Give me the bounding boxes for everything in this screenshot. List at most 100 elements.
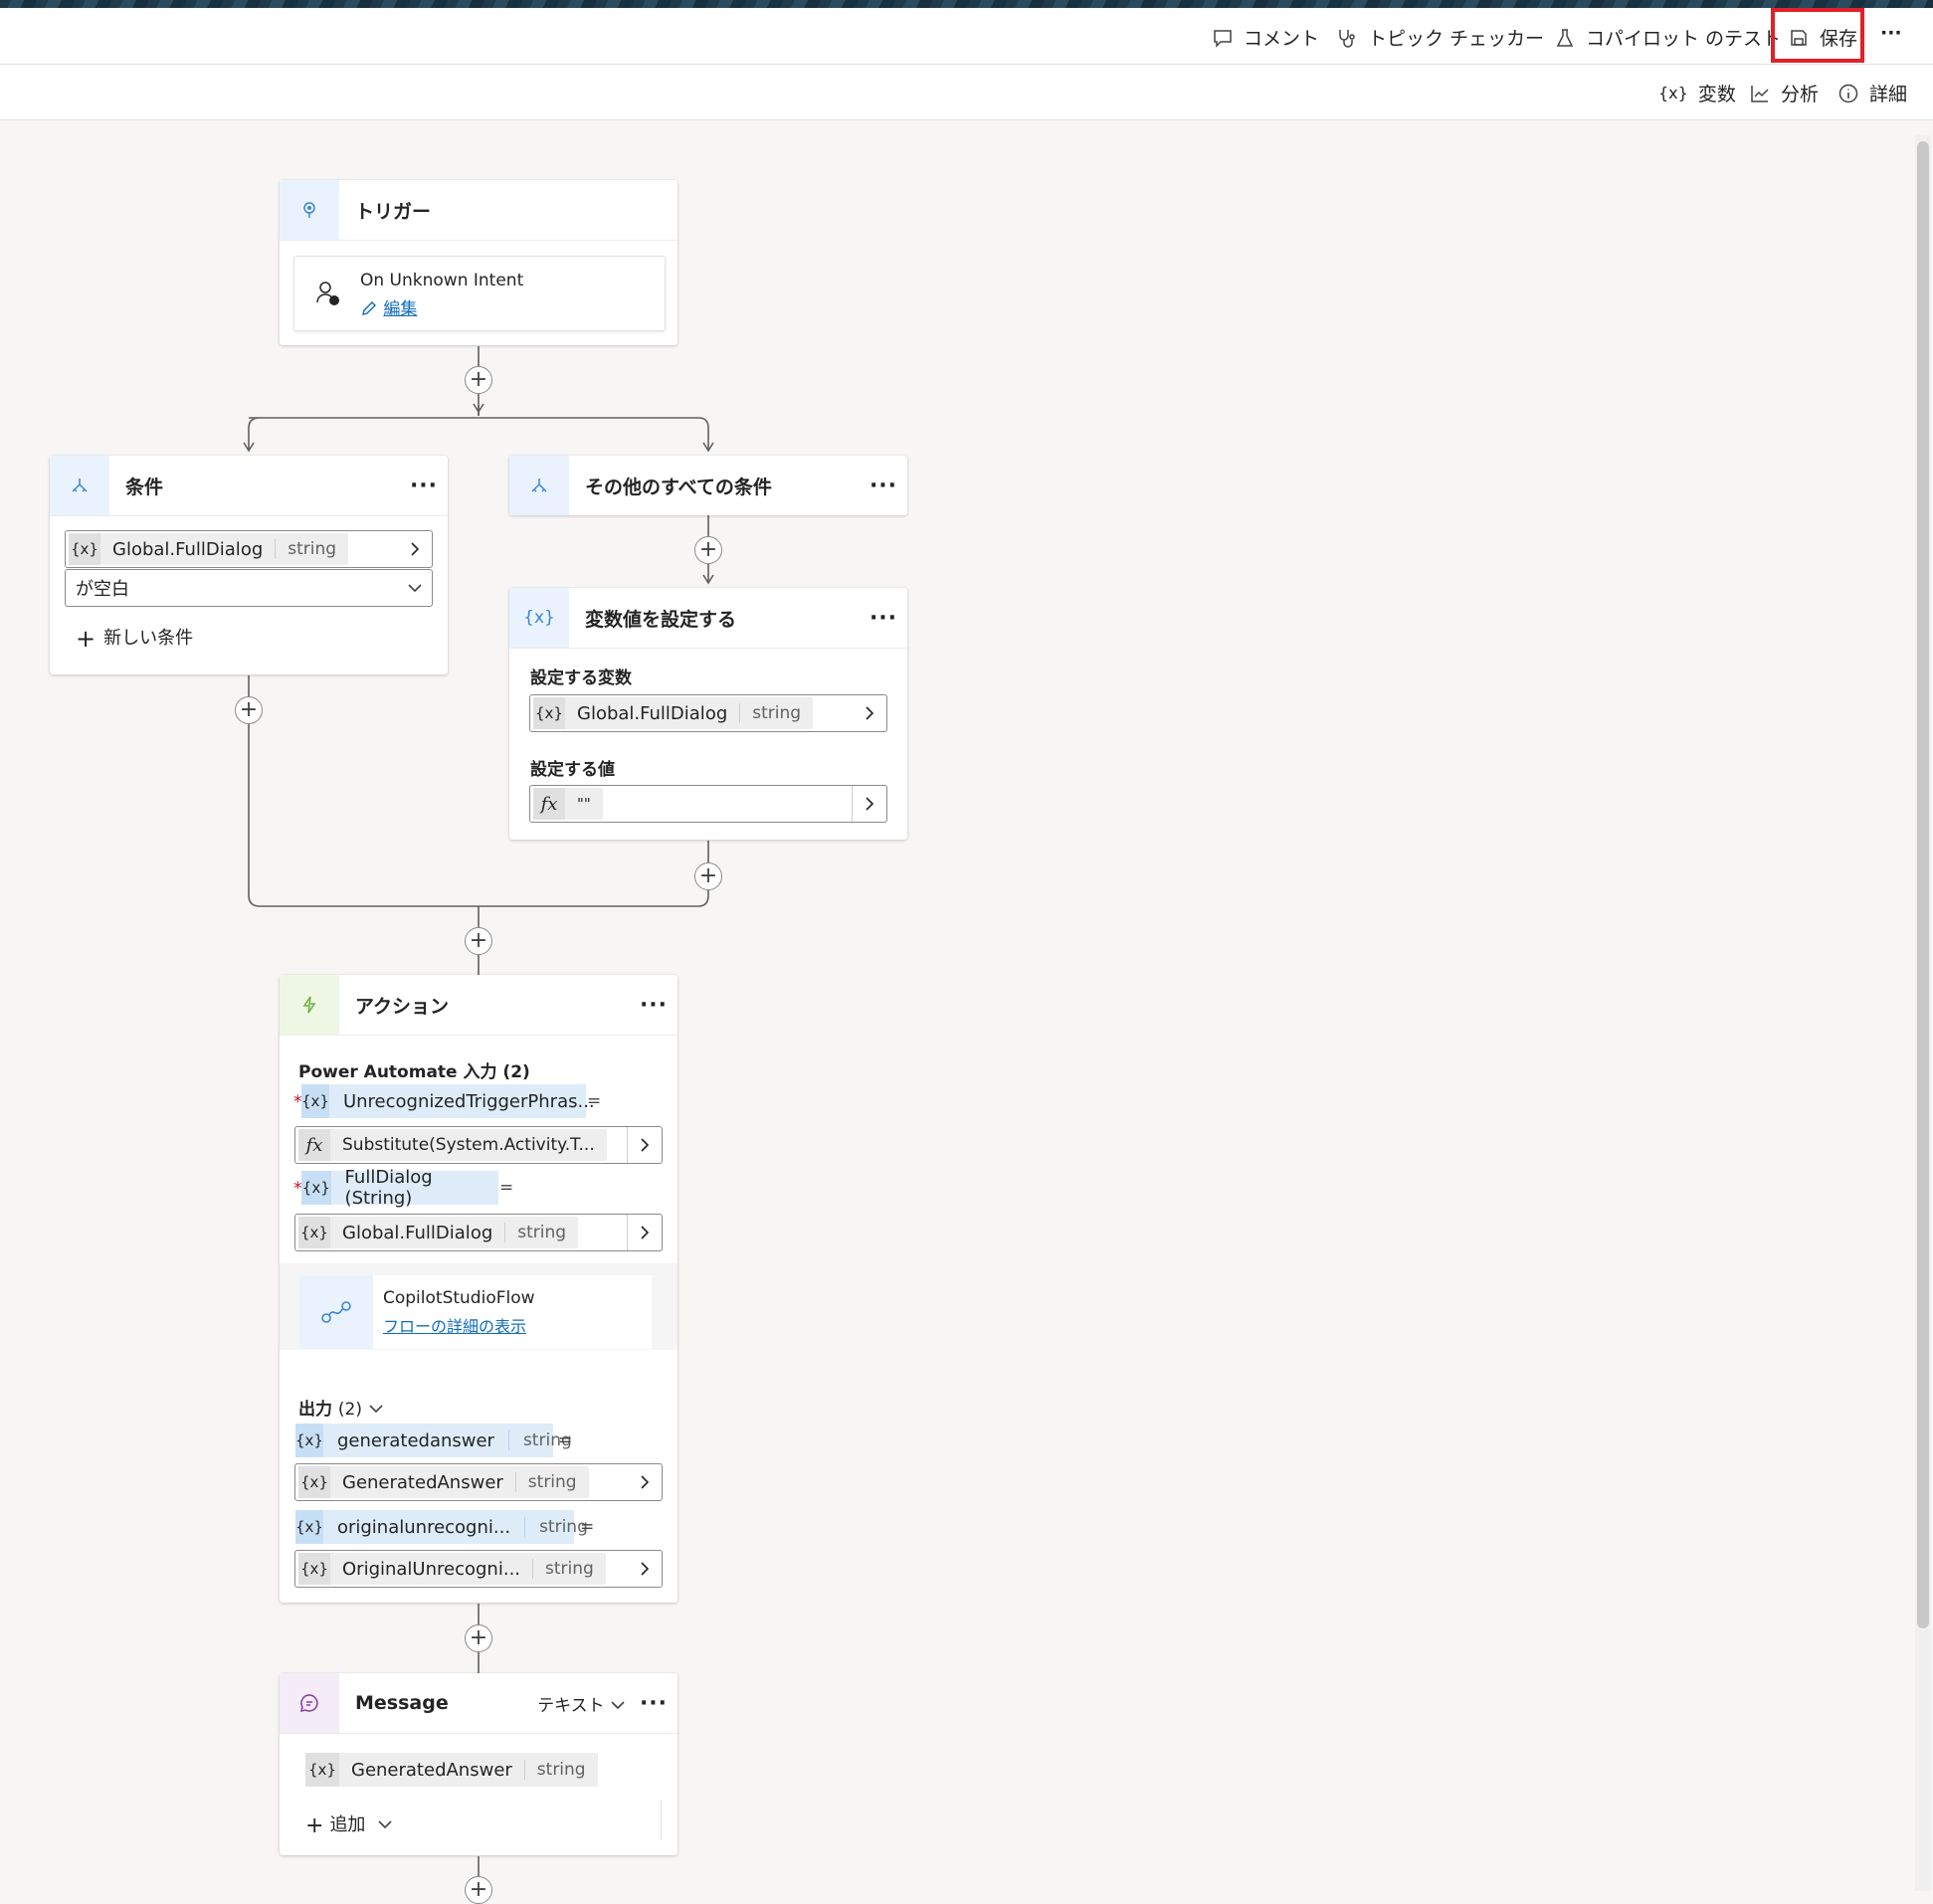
action-more-button[interactable]: ··· [639,992,669,1018]
flow-details-link[interactable]: フローの詳細の表示 [383,1317,527,1336]
condition-variable-field[interactable]: {x} Global.FullDialog string [65,530,433,568]
output1-value-field[interactable]: {x} GeneratedAnswer string [294,1463,663,1501]
message-card[interactable]: Message テキスト ··· {x} GeneratedAnswer str… [280,1673,677,1855]
more-options-button[interactable]: ··· [1880,22,1902,44]
outputs-toggle[interactable]: 出力 (2) [298,1395,384,1420]
chevron-right-icon[interactable] [627,1215,662,1250]
trigger-edit-link[interactable]: 編集 [360,294,417,319]
add-button[interactable]: +追加 [305,1810,393,1838]
input1-value-field[interactable]: fx Substitute(System.Activity.T... [294,1126,663,1164]
variable-icon: {x} [301,1171,331,1205]
flow-icon [299,1275,373,1349]
add-node-button[interactable]: + [694,536,722,564]
comment-button[interactable]: コメント [1212,24,1319,51]
divider [661,1801,662,1840]
equals-sign: = [558,1430,573,1450]
condition-card[interactable]: 条件 ··· {x} Global.FullDialog string が空白 … [50,456,448,674]
variable-type: string [739,703,813,723]
secondary-command-bar: {x} 変数 分析 詳細 [0,65,1933,120]
required-marker: * [293,1092,302,1112]
trigger-name: On Unknown Intent [360,271,524,290]
condition-card-header: 条件 ··· [50,456,448,516]
equals-sign: = [499,1178,514,1198]
chevron-down-icon[interactable] [398,570,432,606]
set-variable-more-button[interactable]: ··· [869,605,898,631]
chevron-right-icon[interactable] [628,1551,662,1587]
variable-icon: {x} [533,697,565,729]
input1-value: Substitute(System.Activity.T... [342,1135,595,1155]
required-marker: * [293,1179,302,1199]
message-card-header: Message テキスト ··· [280,1673,677,1734]
add-node-button[interactable]: + [465,927,492,955]
branch-icon [50,456,109,515]
chevron-right-icon[interactable] [628,1464,662,1500]
topic-checker-label: トピック チェッカー [1368,28,1545,50]
variable-chip: {x} Global.FullDialog string [533,697,814,729]
chevron-right-icon[interactable] [398,531,432,567]
output2-value-field[interactable]: {x} OriginalUnrecogni... string [294,1550,663,1588]
chevron-right-icon[interactable] [852,786,886,822]
other-conditions-card[interactable]: その他のすべての条件 ··· [509,456,907,515]
flow-section: CopilotStudioFlow フローの詳細の表示 [280,1263,677,1350]
flow-reference[interactable]: CopilotStudioFlow フローの詳細の表示 [299,1275,652,1349]
input2-parameter: {x} FullDialog (String) [301,1167,498,1209]
variable-chip: {x} GeneratedAnswer string [298,1466,589,1498]
output1-name: generatedanswer [336,1429,494,1451]
message-mode-dropdown[interactable]: テキスト [537,1691,626,1716]
inputs-label: Power Automate 入力 (2) [298,1062,530,1082]
condition-operator-dropdown[interactable]: が空白 [65,569,433,607]
set-variable-field[interactable]: {x} Global.FullDialog string [529,694,887,732]
set-variable-title: 変数値を設定する [585,608,737,631]
add-node-button[interactable]: + [465,1624,492,1652]
set-variable-label: 設定する変数 [530,668,632,688]
chevron-right-icon[interactable] [853,695,886,731]
variable-icon: {x} [69,533,100,565]
condition-more-button[interactable]: ··· [409,473,439,498]
lightning-icon [280,975,339,1035]
add-label: 追加 [329,1814,366,1835]
set-value-field[interactable]: fx "" [529,785,887,823]
chevron-right-icon[interactable] [627,1127,662,1163]
action-card[interactable]: アクション ··· Power Automate 入力 (2) * {x} Un… [280,975,677,1603]
plus-icon: + [76,625,97,653]
variable-name: GeneratedAnswer [342,1471,503,1493]
new-condition-label: 新しい条件 [103,628,194,649]
variable-type: string [514,1472,589,1492]
trigger-card[interactable]: トリガー On Unknown Intent 編集 [280,180,677,345]
input2-value-field[interactable]: {x} Global.FullDialog string [294,1214,663,1251]
message-variable-chip[interactable]: {x} GeneratedAnswer string [305,1753,598,1787]
trigger-detail[interactable]: On Unknown Intent 編集 [293,256,666,331]
other-conditions-more-button[interactable]: ··· [869,473,898,498]
comment-label: コメント [1244,28,1320,50]
variables-label: 変数 [1697,84,1736,105]
message-more-button[interactable]: ··· [639,1690,669,1716]
formula-chip: fx "" [533,788,603,820]
variable-chip: {x} OriginalUnrecogni... string [298,1553,606,1585]
output2-name: originalunrecogni... [336,1516,511,1538]
variable-icon: {x} [298,1217,330,1248]
details-button[interactable]: 詳細 [1837,80,1907,106]
scrollbar-thumb[interactable] [1917,141,1929,1628]
save-button[interactable]: 保存 [1788,24,1857,51]
trigger-card-header: トリガー [280,180,677,241]
window-top-strip [0,0,1933,8]
trigger-title: トリガー [355,200,432,223]
add-node-button[interactable]: + [465,1876,492,1904]
new-condition-button[interactable]: + 新しい条件 [76,624,193,653]
variable-icon: {x} [509,588,569,648]
input2-name: FullDialog (String) [344,1167,433,1209]
add-node-button[interactable]: + [465,366,492,394]
action-card-header: アクション ··· [280,975,677,1036]
add-node-button[interactable]: + [235,696,263,724]
test-copilot-button[interactable]: コパイロット のテスト [1554,24,1781,51]
flow-name: CopilotStudioFlow [383,1288,535,1308]
set-value-label: 設定する値 [530,760,615,780]
set-variable-card[interactable]: {x} 変数値を設定する ··· 設定する変数 {x} Global.FullD… [509,588,907,840]
variable-icon: {x} [1658,84,1688,102]
variables-button[interactable]: {x} 変数 [1658,80,1736,106]
analytics-button[interactable]: 分析 [1749,80,1819,106]
command-bar: コメント トピック チェッカー コパイロット のテスト 保存 ··· [0,8,1933,65]
chevron-down-icon [369,1405,383,1414]
add-node-button[interactable]: + [694,862,722,890]
topic-checker-button[interactable]: トピック チェッカー [1336,24,1544,51]
